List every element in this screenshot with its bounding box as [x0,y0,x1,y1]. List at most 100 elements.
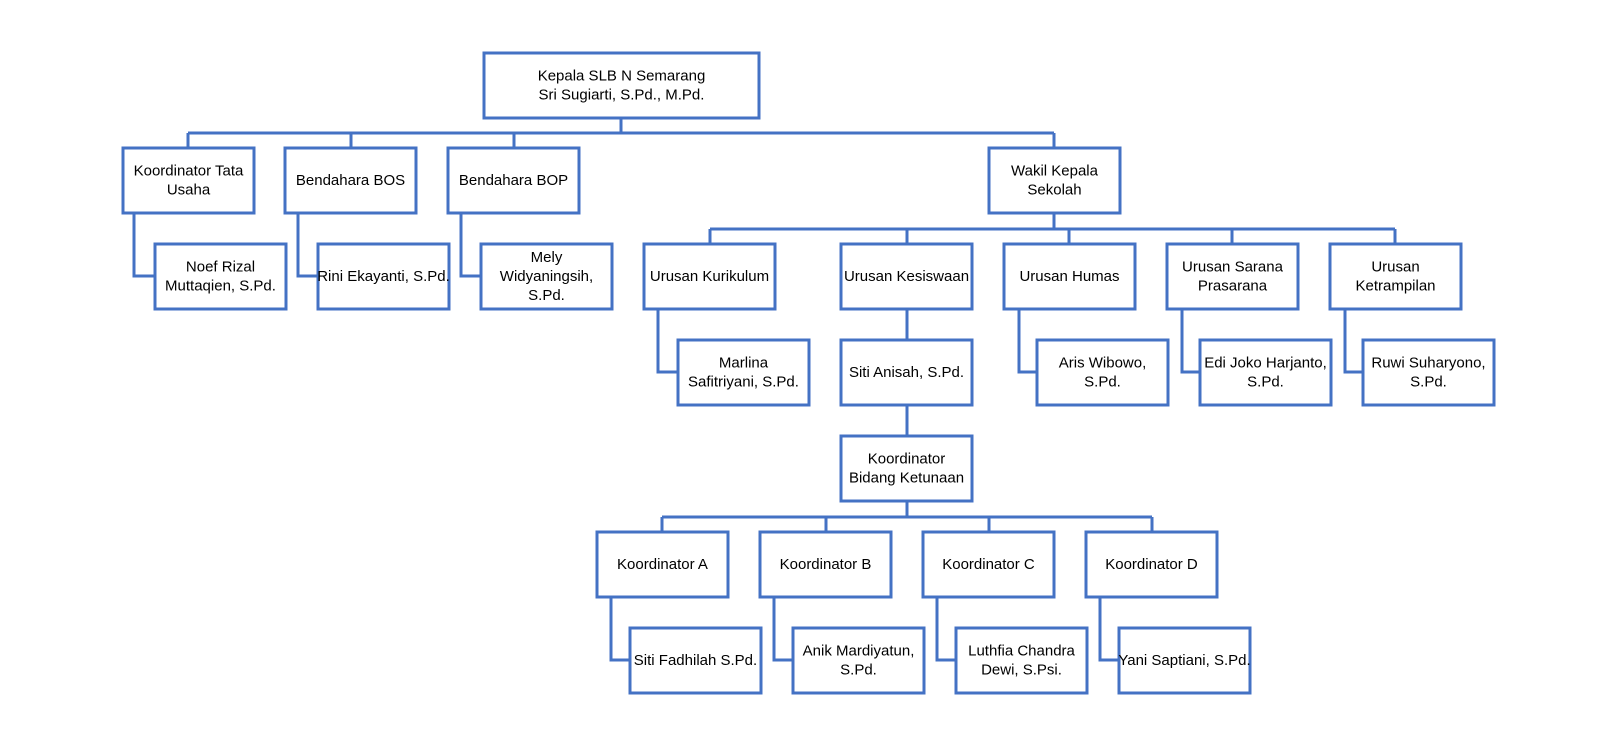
org-node-label: S.Pd. [1084,374,1121,391]
org-node-label: Koordinator Tata [134,163,244,180]
org-node-label: Bidang Ketunaan [849,470,964,487]
org-node-box [642,242,777,311]
org-node-rini: Rini Ekayanti, S.Pd. [316,242,451,311]
org-node-label: Luthfia Chandra [968,643,1075,660]
org-node-label: Ketrampilan [1355,278,1435,295]
org-node-box [987,146,1122,215]
org-node-box [839,242,974,311]
org-node-label: Urusan Kesiswaan [844,268,969,285]
org-node-label: Edi Joko Harjanto, [1204,355,1327,372]
org-node-label: Koordinator [868,451,946,468]
org-node-label: Safitriyani, S.Pd. [688,374,799,391]
org-node-label: Rini Ekayanti, S.Pd. [317,268,450,285]
org-node-label: S.Pd. [528,287,565,304]
org-node-label: Koordinator D [1105,556,1198,573]
org-node-label: Marlina [719,355,769,372]
org-node-label: Usaha [167,182,211,199]
org-node-box [839,434,974,503]
org-node-siti-fadhilah: Siti Fadhilah S.Pd. [628,626,763,695]
org-node-label: Bendahara BOP [459,172,568,189]
org-node-label: Siti Fadhilah S.Pd. [634,652,757,669]
connector-lines [132,118,1397,662]
org-node-label: S.Pd. [1410,374,1447,391]
org-node-box [921,530,1056,599]
org-node-koord-a: Koordinator A [595,530,730,599]
org-node-bendahara-bos: Bendahara BOS [283,146,418,215]
org-node-box [1165,242,1300,311]
connector-line [1098,597,1119,662]
org-node-label: Sri Sugiarti, S.Pd., M.Pd. [539,87,705,104]
connector-line [1017,309,1037,374]
org-node-label: Anik Mardiyatun, [803,643,915,660]
connector-line [772,597,793,662]
org-node-box [1002,242,1137,311]
org-node-label: Sekolah [1027,182,1081,199]
org-node-urusan-kesiswaan: Urusan Kesiswaan [839,242,974,311]
org-node-box [316,242,451,311]
org-node-box [479,242,614,311]
org-node-koord-c: Koordinator C [921,530,1056,599]
org-node-label: Koordinator A [617,556,708,573]
connector-line [656,309,678,374]
org-node-box [1117,626,1252,695]
org-node-bendahara-bop: Bendahara BOP [446,146,581,215]
org-node-label: S.Pd. [840,662,877,679]
org-node-edi: Edi Joko Harjanto, S.Pd. [1198,338,1333,407]
org-node-label: Noef Rizal [186,259,255,276]
org-node-box [1328,242,1463,311]
org-node-yani: Yani Saptiani, S.Pd. [1117,626,1252,695]
org-node-label: Yani Saptiani, S.Pd. [1118,652,1250,669]
org-node-box [628,626,763,695]
org-node-label: Mely [531,249,563,266]
org-node-label: Urusan Kurikulum [650,268,769,285]
org-node-label: Ruwi Suharyono, [1371,355,1485,372]
connector-line [1343,309,1363,374]
org-node-box [283,146,418,215]
org-node-koord-b: Koordinator B [758,530,893,599]
org-node-label: Urusan [1371,259,1419,276]
org-node-label: Dewi, S.Psi. [981,662,1062,679]
org-node-box [1084,530,1219,599]
org-node-box [1361,338,1496,407]
org-node-aris: Aris Wibowo,S.Pd. [1035,338,1170,407]
connector-line [132,213,155,278]
org-node-label: Widyaningsih, [500,268,593,285]
connector-line [296,213,318,278]
org-node-anik: Anik Mardiyatun, S.Pd. [791,626,926,695]
org-node-box [121,146,256,215]
org-node-box [482,51,761,120]
org-node-label: Muttaqien, S.Pd. [165,278,276,295]
org-node-label: Urusan Humas [1019,268,1119,285]
org-node-label: Urusan Sarana [1182,259,1284,276]
org-node-label: Bendahara BOS [296,172,405,189]
org-node-label: Prasarana [1198,278,1268,295]
org-node-box [1035,338,1170,407]
org-node-urusan-kurikulum: Urusan Kurikulum [642,242,777,311]
org-node-siti-anisah: Siti Anisah, S.Pd. [839,338,974,407]
org-node-label: Kepala SLB N Semarang [538,68,706,85]
org-node-koord-d: Koordinator D [1084,530,1219,599]
org-node-box [1198,338,1333,407]
org-node-box [446,146,581,215]
org-node-label: S.Pd. [1247,374,1284,391]
org-node-ruwi: Ruwi Suharyono, S.Pd. [1361,338,1496,407]
org-node-label: Koordinator C [942,556,1035,573]
org-node-box [954,626,1089,695]
org-node-box [791,626,926,695]
org-node-box [153,242,288,311]
connector-line [935,597,956,662]
org-node-box [676,338,811,407]
org-node-box [758,530,893,599]
org-node-urusan-humas: Urusan Humas [1002,242,1137,311]
